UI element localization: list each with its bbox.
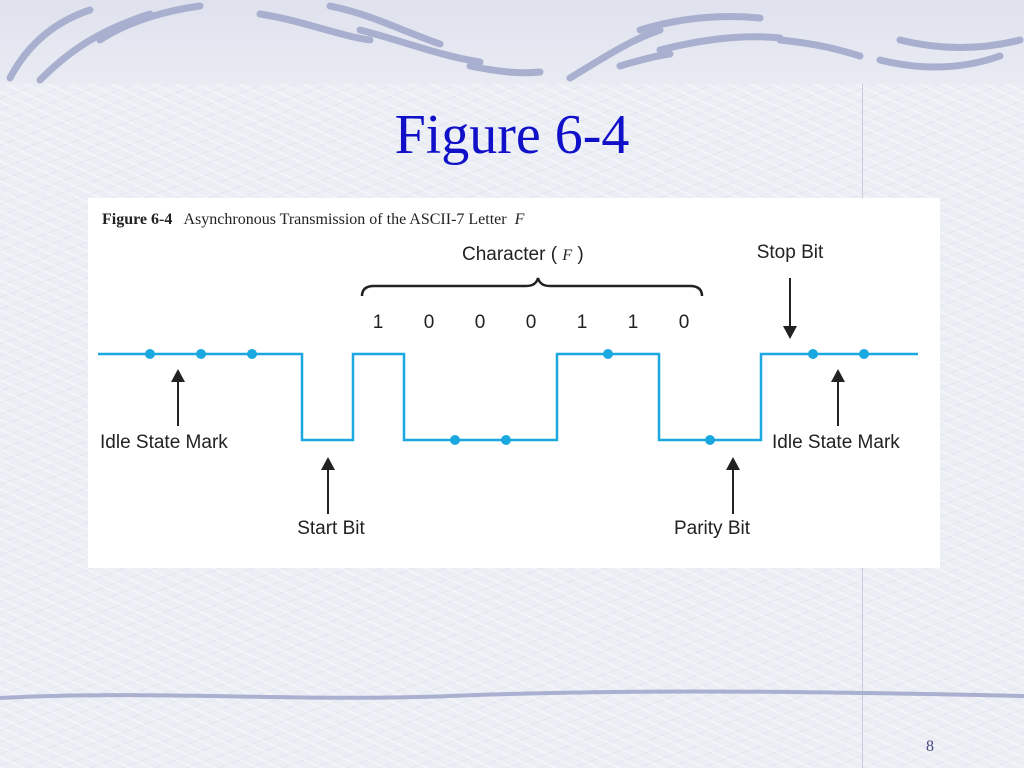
decor-swoosh (656, 33, 784, 54)
page-number: 8 (926, 738, 934, 755)
bit-value: 0 (475, 312, 486, 333)
async-transmission-diagram: Figure 6-4 Asynchronous Transmission of … (98, 211, 918, 539)
decor-swoosh (256, 10, 374, 44)
bit-value: 1 (628, 312, 639, 333)
signal-dot (501, 435, 511, 445)
signal-dot (705, 435, 715, 445)
decor-swoosh (6, 6, 94, 82)
signal-dot (145, 349, 155, 359)
figure-caption-letter: F (514, 211, 525, 228)
decor-swoosh (876, 52, 1004, 71)
decor-swoosh (896, 36, 1024, 51)
figure-panel: Figure 6-4 Asynchronous Transmission of … (88, 198, 940, 568)
decorative-header-band (0, 0, 1024, 84)
decor-swoosh (776, 36, 864, 60)
character-brace (360, 277, 704, 297)
figure-caption-label: Figure 6-4 (102, 211, 172, 228)
bit-value: 0 (679, 312, 690, 333)
decor-swoosh (356, 26, 484, 66)
start-bit-arrowhead (321, 457, 335, 470)
bit-value: 0 (424, 312, 435, 333)
svg-text:Character ( F ): Character ( F ) (462, 244, 584, 265)
signal-dot (196, 349, 206, 359)
parity-bit-label: Parity Bit (674, 518, 751, 539)
decor-swoosh (0, 689, 1024, 700)
signal-waveform (98, 352, 918, 442)
decor-swoosh (326, 2, 444, 48)
idle-state-mark-left-label: Idle State Mark (100, 432, 228, 453)
decor-swoosh (96, 2, 204, 44)
svg-text:Figure 6-4 Asynchronous: Figure 6-4 Asynchronous Transmission of … (102, 211, 525, 228)
start-bit-label: Start Bit (297, 518, 365, 539)
signal-dot (450, 435, 460, 445)
signal-dot (247, 349, 257, 359)
character-letter: F (561, 247, 572, 264)
signal-dot (603, 349, 613, 359)
decor-swoosh (616, 50, 674, 70)
idle-right-arrowhead (831, 369, 845, 382)
signal-dot (859, 349, 869, 359)
figure-caption-text: Asynchronous Transmission of the ASCII-7… (183, 211, 507, 228)
decorative-bottom-rule (0, 689, 1024, 700)
stop-bit-arrowhead (783, 326, 797, 339)
decor-swoosh (566, 26, 664, 82)
stop-bit-label: Stop Bit (757, 242, 824, 263)
character-label: Character ( (462, 244, 558, 265)
bit-value: 1 (373, 312, 384, 333)
slide-title: Figure 6-4 (394, 104, 630, 166)
signal-dot (808, 349, 818, 359)
bit-value: 1 (577, 312, 588, 333)
character-close: ) (577, 244, 583, 265)
parity-bit-arrowhead (726, 457, 740, 470)
idle-left-arrowhead (171, 369, 185, 382)
decor-swoosh (466, 62, 544, 77)
bit-value: 0 (526, 312, 537, 333)
decor-swoosh (636, 13, 764, 34)
idle-state-mark-right-label: Idle State Mark (772, 432, 900, 453)
